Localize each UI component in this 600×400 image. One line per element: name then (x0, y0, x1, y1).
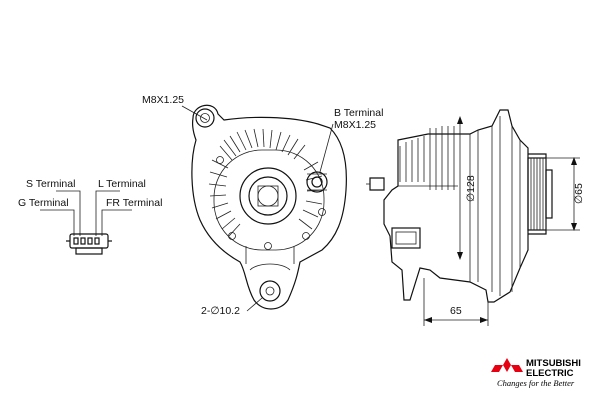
bolt-icon (318, 208, 326, 216)
side-view: ∅128 ∅65 65 (366, 109, 585, 326)
bolt-icon (228, 232, 236, 240)
bolt-icon (264, 242, 272, 250)
b-terminal-stud-icon (306, 171, 328, 193)
s-terminal-leader (56, 190, 81, 236)
dim-pulley-diameter: ∅65 (573, 183, 585, 204)
front-housing-outline (191, 104, 347, 310)
fr-terminal-label: FR Terminal (106, 197, 162, 209)
bolt-icon (302, 232, 310, 240)
bolt-icon (216, 156, 224, 164)
l-terminal-label: L Terminal (98, 178, 146, 190)
mount-hole-label: 2-∅10.2 (201, 305, 240, 317)
brand-tagline: Changes for the Better (497, 378, 575, 388)
dim-length: 65 (450, 305, 462, 317)
brand-block: MITSUBISHI ELECTRIC Changes for the Bett… (491, 358, 581, 388)
b-terminal-label: B Terminal (334, 107, 383, 119)
dim-body-diameter: ∅128 (465, 175, 477, 202)
cooling-vents (208, 128, 325, 251)
hub-inner (248, 176, 288, 216)
hub-outer (239, 167, 297, 225)
connector-icon (66, 233, 112, 255)
b-terminal-leader (319, 123, 334, 173)
front-view: M8X1.25 (142, 94, 383, 317)
g-terminal-label: G Terminal (18, 197, 69, 209)
fr-terminal-leader (101, 209, 132, 236)
pulley-icon (527, 153, 553, 235)
b-terminal-thread-label: M8X1.25 (334, 119, 376, 131)
s-terminal-label: S Terminal (26, 178, 75, 190)
side-connector-icon (391, 227, 421, 249)
side-housing-outline (383, 109, 529, 303)
upper-mount-hole-icon (195, 108, 215, 128)
brand-name-line2: ELECTRIC (526, 368, 574, 379)
connector-group: S Terminal L Terminal G Terminal FR Term… (18, 178, 162, 255)
side-ribs (398, 116, 521, 296)
lower-mount-hole-icon (259, 280, 281, 302)
mount-thread-label: M8X1.25 (142, 94, 184, 106)
mitsubishi-logo-icon (491, 358, 523, 372)
side-terminal-stud-icon (369, 177, 385, 191)
g-terminal-leader (40, 209, 75, 236)
mount-hole-leader (246, 297, 263, 312)
brand-name-line1: MITSUBISHI (526, 358, 581, 369)
l-terminal-leader (95, 190, 120, 236)
